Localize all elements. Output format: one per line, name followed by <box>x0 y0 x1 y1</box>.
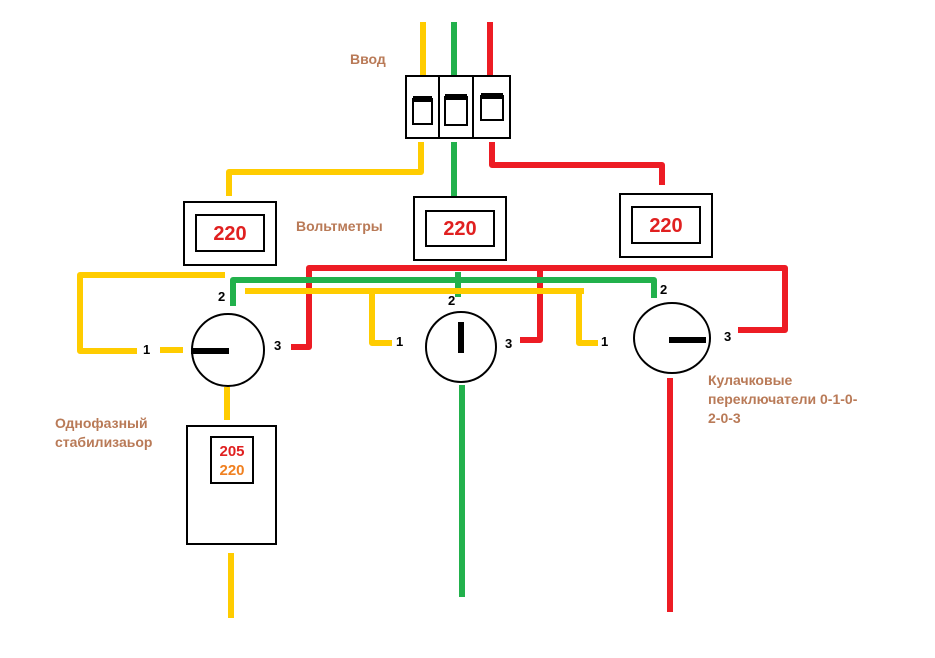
switch-3-pos-1: 1 <box>601 334 608 349</box>
bus-red <box>291 265 788 350</box>
wire-yellow-to-voltmeter <box>226 142 424 196</box>
voltmeter-1-value: 220 <box>213 223 246 245</box>
input-breaker <box>405 75 511 139</box>
switch-3-pos-3: 3 <box>724 329 731 344</box>
switch-2-pos-2: 2 <box>448 293 455 308</box>
switch-2-pos-1: 1 <box>396 334 403 349</box>
bus-green <box>230 277 657 306</box>
cam-switch-2 <box>425 311 497 383</box>
stabilizer-label-line-2: стабилизаьор <box>55 434 152 450</box>
voltmeter-2: 220 <box>413 196 507 261</box>
switch-3-pos-2: 2 <box>660 282 667 297</box>
input-label: Ввод <box>350 51 386 67</box>
voltmeter-2-value: 220 <box>443 218 476 240</box>
switch-1-pos-3: 3 <box>274 338 281 353</box>
voltmeter-3: 220 <box>619 193 713 258</box>
wire-yellow-switch1-pos1 <box>77 272 225 354</box>
switch-2-pos-3: 3 <box>505 336 512 351</box>
stabilizer-display-top: 205 <box>219 443 244 460</box>
breaker-pole-2 <box>444 96 468 126</box>
switches-label-line-2: переключатели 0-1-0- <box>708 391 858 407</box>
cam-switch-1 <box>191 313 265 387</box>
breaker-pole-1 <box>412 98 433 125</box>
bus-yellow-drop-switch3 <box>576 291 598 346</box>
switches-label-line-1: Кулачковые <box>708 372 793 388</box>
wire-red-to-voltmeter <box>489 142 665 185</box>
switch-1-pos-1: 1 <box>143 342 150 357</box>
voltmeter-3-value: 220 <box>649 215 682 237</box>
switches-label-line-3: 2-0-3 <box>708 410 741 426</box>
breaker-pole-3 <box>480 95 504 121</box>
voltmeters-label: Вольтметры <box>296 218 383 234</box>
voltmeter-1: 220 <box>183 201 277 266</box>
bus-yellow-drop-switch2 <box>369 291 392 346</box>
stabilizer-display-bottom: 220 <box>219 462 244 479</box>
stabilizer: 205 220 <box>186 425 277 545</box>
switch-1-pos-2: 2 <box>218 289 225 304</box>
cam-switch-3 <box>633 302 711 374</box>
stabilizer-label-line-1: Однофазный <box>55 415 148 431</box>
